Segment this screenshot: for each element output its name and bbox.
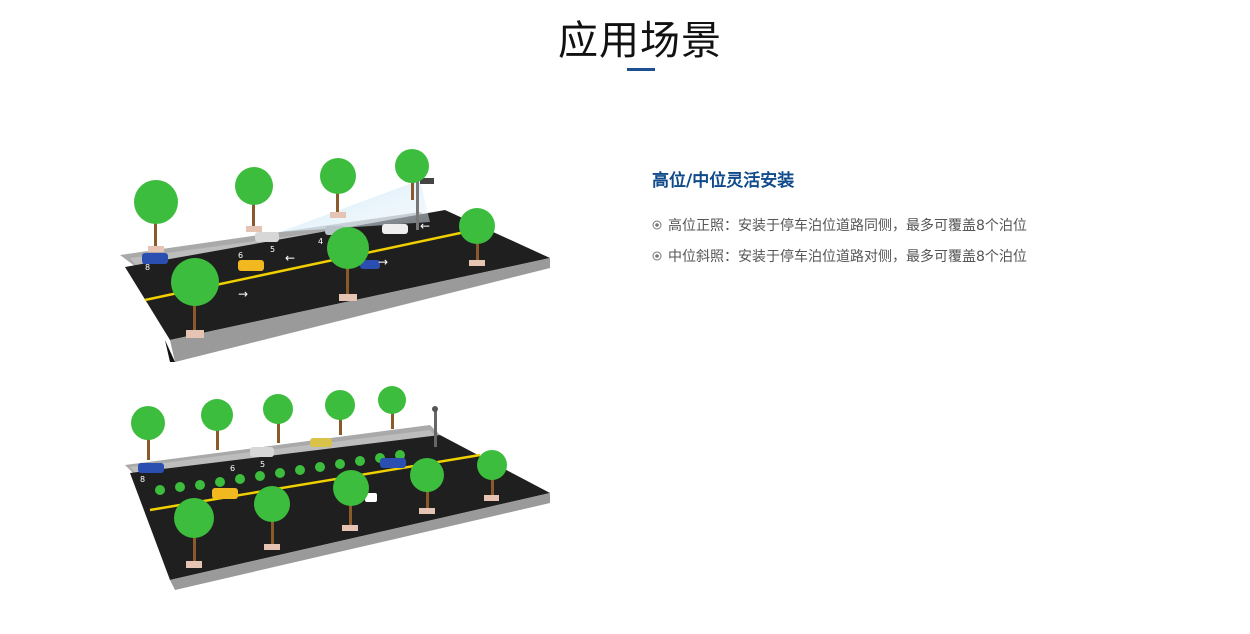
tree-icon <box>134 180 178 252</box>
car-yellow <box>310 438 332 447</box>
slot-number: 8 <box>140 475 145 484</box>
tree-icon <box>333 470 369 531</box>
tree-icon <box>201 399 233 450</box>
tree-icon <box>378 386 406 429</box>
tree-icon <box>254 486 290 550</box>
sidewalk-front <box>170 493 550 590</box>
slot-number: 8 <box>145 263 150 272</box>
camera-pole <box>416 180 419 230</box>
car-white <box>365 493 377 502</box>
tree-icon <box>410 458 444 514</box>
svg-text:→: → <box>238 287 248 301</box>
tree-icon <box>235 167 273 232</box>
hedge-row <box>155 450 405 495</box>
tree-icon <box>263 394 293 443</box>
car-blue <box>380 458 406 468</box>
svg-text:←: ← <box>420 219 430 233</box>
tree-icon <box>171 258 219 338</box>
tree-icon <box>459 208 495 266</box>
radio-bullet-icon <box>652 251 662 260</box>
car-yellow <box>212 488 238 499</box>
tree-icon <box>395 149 429 200</box>
camera-pole <box>434 409 437 447</box>
tree-icon <box>174 498 214 568</box>
title-underline <box>627 68 655 71</box>
high-position-camera-street-scene: → ← → ← 8 6 5 4 <box>120 149 550 362</box>
sidewalk-front <box>170 258 550 362</box>
slot-number: 6 <box>238 251 243 260</box>
slot-number: 4 <box>318 237 323 246</box>
mid-position-camera-street-scene: 8 6 5 <box>125 386 550 590</box>
feature-heading: 高位/中位灵活安装 <box>652 171 795 191</box>
camera-coverage-beam <box>280 180 430 232</box>
list-item: 中位斜照：安装于停车泊位道路对侧，最多可覆盖8个泊位 <box>652 240 1212 271</box>
tree-icon <box>327 227 369 301</box>
feature-item-text: 高位正照：安装于停车泊位道路同侧，最多可覆盖8个泊位 <box>668 217 1027 234</box>
camera-icon <box>420 178 434 184</box>
tree-icon <box>320 158 356 218</box>
car-blue <box>360 260 380 269</box>
car-white <box>255 232 279 242</box>
section-title: 应用场景 <box>558 18 722 64</box>
car-white <box>382 224 408 234</box>
road <box>130 435 550 580</box>
road <box>125 210 550 340</box>
car-blue <box>142 253 168 264</box>
feature-list: 高位正照：安装于停车泊位道路同侧，最多可覆盖8个泊位 中位斜照：安装于停车泊位道… <box>652 209 1212 271</box>
list-item: 高位正照：安装于停车泊位道路同侧，最多可覆盖8个泊位 <box>652 209 1212 240</box>
slot-number: 5 <box>270 245 275 254</box>
tree-icon <box>325 390 355 435</box>
radio-bullet-icon <box>652 220 662 229</box>
tree-icon <box>477 450 507 501</box>
slot-number: 5 <box>260 460 265 469</box>
car-white <box>250 447 274 457</box>
car-blue <box>138 463 164 473</box>
svg-text:←: ← <box>285 251 295 265</box>
feature-item-text: 中位斜照：安装于停车泊位道路对侧，最多可覆盖8个泊位 <box>668 248 1027 265</box>
car-yellow <box>238 260 264 271</box>
camera-icon <box>432 406 438 412</box>
svg-text:→: → <box>378 255 388 269</box>
feature-block: 高位/中位灵活安装 高位正照：安装于停车泊位道路同侧，最多可覆盖8个泊位 中位斜… <box>652 166 1212 271</box>
slot-number: 6 <box>230 464 235 473</box>
tree-icon <box>131 406 165 460</box>
